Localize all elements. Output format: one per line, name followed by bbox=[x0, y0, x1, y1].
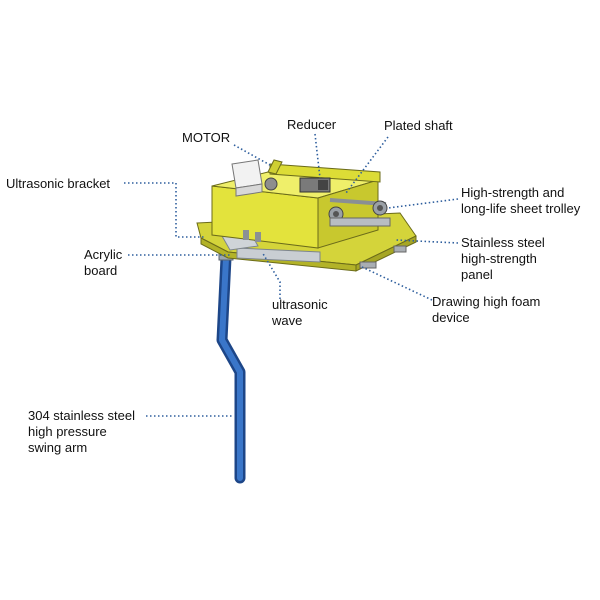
label-motor: MOTOR bbox=[182, 130, 231, 145]
label-sheet-trolley: High-strength and long-life sheet trolle… bbox=[461, 185, 581, 216]
leader-sheet-trolley bbox=[387, 198, 459, 209]
label-foam-device: Drawing high foam device bbox=[432, 294, 541, 325]
leader-ultrasonic-wave bbox=[261, 251, 281, 299]
leader-ultrasonic-bracket bbox=[124, 182, 206, 238]
leader-motor bbox=[233, 144, 271, 166]
label-ultrasonic-wave: ultrasonic wave bbox=[272, 297, 328, 328]
label-plated-shaft: Plated shaft bbox=[384, 118, 453, 133]
leader-reducer bbox=[314, 133, 321, 179]
label-acrylic-board: Acrylic board bbox=[84, 247, 123, 278]
swing-arm-graphic bbox=[216, 249, 246, 484]
label-swing-arm: 304 stainless steel high pressure swing … bbox=[28, 408, 135, 455]
label-ultrasonic-bracket: Ultrasonic bracket bbox=[6, 176, 111, 191]
leader-lines bbox=[124, 133, 459, 417]
machine-graphic bbox=[196, 159, 417, 272]
label-reducer: Reducer bbox=[287, 117, 337, 132]
leader-foam-device bbox=[361, 266, 433, 301]
label-stainless-panel: Stainless steel high-strength panel bbox=[461, 235, 545, 282]
